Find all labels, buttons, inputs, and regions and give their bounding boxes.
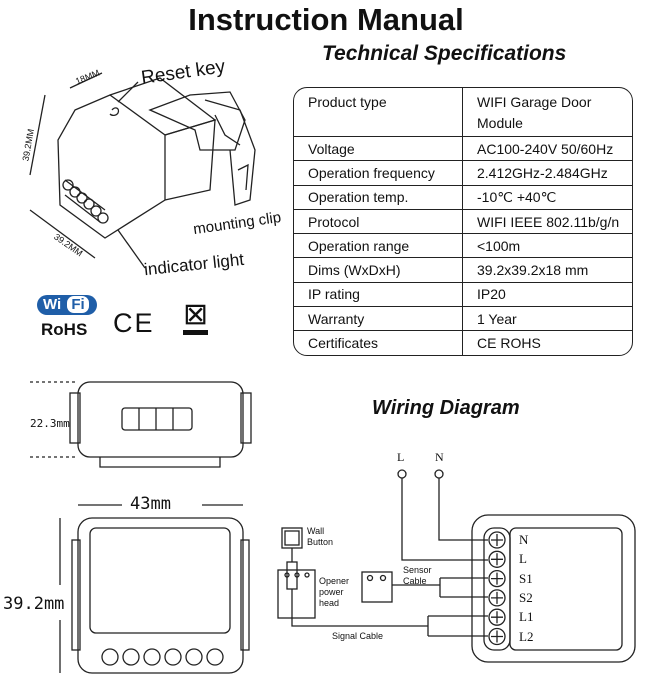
terminal-screw xyxy=(488,608,506,626)
wall-button-line2: Button xyxy=(307,537,334,547)
front-height-dim: 39.2mm xyxy=(3,594,65,614)
opener-line2: power xyxy=(319,587,344,597)
wiring-diagram xyxy=(277,469,636,663)
sensor-cable-line1: Sensor xyxy=(403,565,432,575)
spec-label: Product type xyxy=(294,88,463,137)
terminal-label: L xyxy=(519,551,527,567)
spec-label: Operation temp. xyxy=(294,185,463,210)
sensor-cable-line2: Cable xyxy=(403,576,427,586)
front-screw xyxy=(185,648,203,666)
spec-label: Protocol xyxy=(294,209,463,235)
front-width-dim: 43mm xyxy=(130,494,171,514)
spec-label: Voltage xyxy=(294,137,463,162)
terminal-label: L1 xyxy=(519,609,534,625)
terminal-label: S2 xyxy=(519,589,533,605)
wifi-logo-left: Wi xyxy=(43,296,62,313)
terminal-screw xyxy=(488,569,506,588)
terminal-screw xyxy=(488,550,506,568)
spec-value: 39.2x39.2x18 mm xyxy=(463,258,632,283)
opener-line1: Opener xyxy=(319,576,350,586)
spec-label: Certificates xyxy=(294,331,463,355)
terminal-screw xyxy=(488,627,506,646)
spec-row: Operation range<100m xyxy=(294,234,632,259)
terminal-screw xyxy=(488,589,506,607)
device-isometric-drawing xyxy=(29,72,256,269)
front-screw xyxy=(143,648,161,666)
spec-row: Operation temp.-10℃ +40℃ xyxy=(294,185,632,210)
ce-logo: CE xyxy=(113,308,155,338)
spec-value: AC100-240V 50/60Hz xyxy=(463,137,632,162)
spec-label: Operation frequency xyxy=(294,161,463,186)
spec-value: WIFI Garage Door Module xyxy=(463,88,632,137)
spec-value: WIFI IEEE 802.11b/g/n xyxy=(463,210,632,235)
line-label: L xyxy=(397,450,405,464)
spec-label: IP rating xyxy=(294,282,463,308)
front-screw xyxy=(164,648,182,666)
spec-value: CE ROHS xyxy=(477,335,541,352)
spec-value: <100m xyxy=(463,234,632,259)
terminal-screw xyxy=(488,531,506,549)
spec-value: 1 Year xyxy=(463,307,632,332)
device-front-view xyxy=(59,504,250,674)
spec-row: Certificates CE ROHS xyxy=(294,331,632,355)
terminal-label: L2 xyxy=(519,628,534,644)
front-screw xyxy=(101,648,119,666)
spec-value: IP20 xyxy=(463,283,632,308)
opener-line3: head xyxy=(319,598,340,608)
spec-row: Dims (WxDxH)39.2x39.2x18 mm xyxy=(294,258,632,283)
side-height-dim: 22.3mm xyxy=(30,417,70,430)
wiring-heading: Wiring Diagram xyxy=(372,397,520,419)
page-title: Instruction Manual xyxy=(188,2,464,37)
device-side-view xyxy=(30,381,252,468)
spec-value: -10℃ +40℃ xyxy=(463,186,632,210)
front-screw xyxy=(206,648,224,666)
specs-heading: Technical Specifications xyxy=(322,42,567,65)
weee-bin-icon: ⊠ xyxy=(183,300,209,335)
spec-label: Warranty xyxy=(294,307,463,332)
terminal-label: S1 xyxy=(519,570,533,586)
rohs-logo: RoHS xyxy=(41,320,88,339)
signal-cable-label: Signal Cable xyxy=(332,631,384,641)
neutral-label: N xyxy=(435,450,444,464)
front-screw xyxy=(122,648,140,666)
wifi-logo-right: Fi xyxy=(67,296,89,313)
spec-value: 2.412GHz-2.484GHz xyxy=(463,161,632,186)
terminal-label: N xyxy=(519,532,529,547)
spec-label: Operation range xyxy=(294,234,463,259)
spec-label: Dims (WxDxH) xyxy=(294,258,463,283)
wall-button-line1: Wall xyxy=(307,526,325,536)
wifi-logo: Wi Fi xyxy=(37,295,97,315)
